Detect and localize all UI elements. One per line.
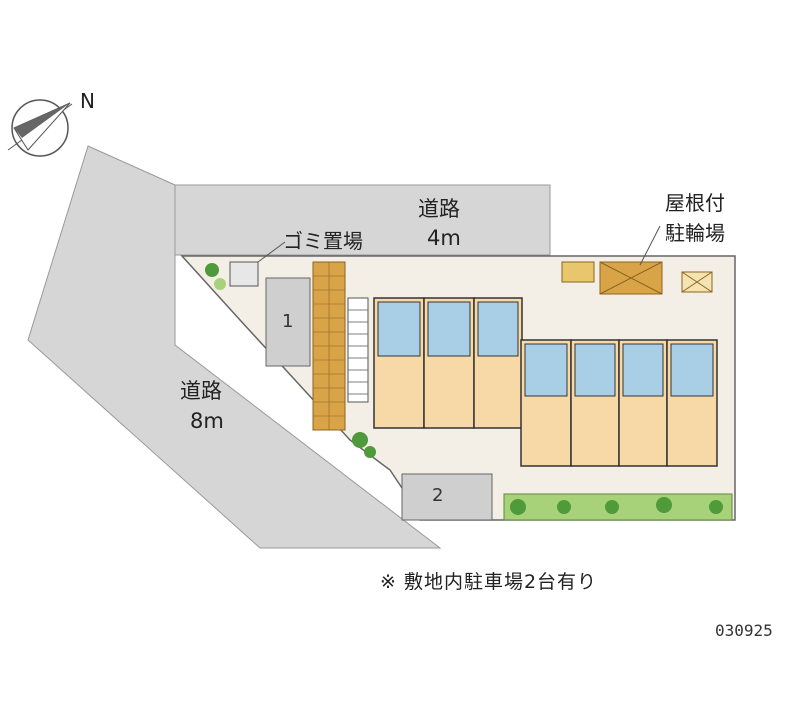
property-code: 030925 [715,621,773,640]
road-top-name: 道路 [418,197,460,221]
parking-space-2-number: 2 [432,485,444,506]
building-upper-row [373,297,523,429]
garbage-label: ゴミ置場 [283,229,363,253]
bicycle-label-line1: 屋根付 [665,191,725,215]
bicycle-label-line2: 駐輪場 [665,221,725,245]
road-left-name: 道路 [180,379,222,403]
building-lower-row [520,339,718,467]
compass-icon [7,99,73,157]
road-top-width: 4m [427,226,461,250]
parking-space-1-number: 1 [282,311,294,332]
parking-note: ※ 敷地内駐車場2台有り [380,571,598,593]
parking-space-1 [265,277,311,367]
road-left-width: 8m [190,409,224,433]
compass-north-label: N [80,89,95,113]
parking-space-2 [401,473,493,521]
trees [352,432,723,515]
road-top-area [174,184,551,256]
garbage-area [229,261,259,287]
